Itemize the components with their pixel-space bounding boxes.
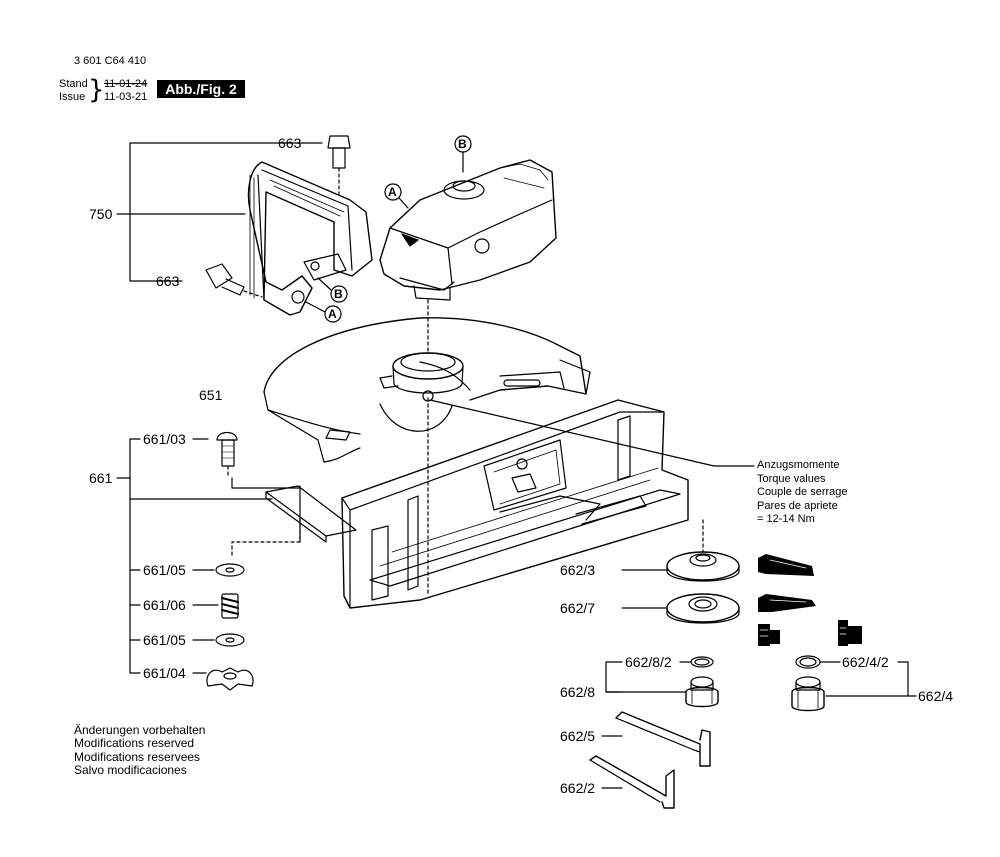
bolt-663-bottom <box>205 263 263 298</box>
spring-661-06 <box>221 593 239 619</box>
stand-date-old: 11-01-24 <box>104 78 148 90</box>
group-661-leaders <box>116 438 273 674</box>
callout-661-05-a: 661/05 <box>143 562 186 578</box>
callout-662-3: 662/3 <box>560 562 596 578</box>
flange-662-7 <box>621 593 740 624</box>
torque-note: Anzugsmomente Torque values Couple de se… <box>757 459 848 527</box>
marker-b-handle: B <box>334 287 343 301</box>
callout-663-top: 663 <box>278 135 302 151</box>
callout-662-5: 662/5 <box>560 728 596 744</box>
issue-date: 11-03-21 <box>104 91 148 103</box>
torque-line-es: Pares de apriete <box>757 499 838 512</box>
callout-661-04: 661/04 <box>143 665 186 681</box>
callout-662-8: 662/8 <box>560 684 596 700</box>
hex-key-662-5 <box>601 711 711 767</box>
callout-651: 651 <box>199 387 223 403</box>
cutting-guide-base <box>341 399 715 609</box>
note-de: Änderungen vorbehalten <box>74 723 206 737</box>
flange-662-3 <box>621 519 740 582</box>
nut-662-8-group <box>605 656 719 708</box>
callout-662-8-2: 662/8/2 <box>625 654 672 670</box>
callout-662-2: 662/2 <box>560 780 596 796</box>
grinder-head <box>379 159 557 319</box>
torque-line-fr: Couple de serrage <box>757 486 848 499</box>
callout-661-06: 661/06 <box>143 597 186 613</box>
callout-662-4: 662/4 <box>918 688 954 704</box>
callout-661-05-b: 661/05 <box>143 632 186 648</box>
handle-750 <box>247 161 373 316</box>
torque-value: = 12-14 Nm <box>757 513 815 526</box>
stand-label: Stand <box>59 78 88 90</box>
callout-661-03: 661/03 <box>143 431 186 447</box>
nut-662-4-group <box>791 655 917 712</box>
callout-661: 661 <box>89 470 113 486</box>
torque-line-en: Torque values <box>757 472 826 485</box>
modification-notes: Änderungen vorbehalten Modifications res… <box>74 723 206 778</box>
callout-750: 750 <box>89 206 113 222</box>
callout-662-7: 662/7 <box>560 600 596 616</box>
header-brace: } <box>88 75 105 105</box>
drawing-number: 3 601 C64 410 <box>74 55 147 67</box>
marker-a-handle: A <box>328 307 337 321</box>
bracket-750-leaders <box>116 142 323 282</box>
marker-a-grinder: A <box>388 185 397 199</box>
note-es: Salvo modificaciones <box>74 763 187 778</box>
torque-line-de: Anzugsmomente <box>757 459 840 471</box>
issue-label: Issue <box>59 91 86 103</box>
bolt-663-top <box>327 135 351 196</box>
marker-b-grinder: B <box>458 137 467 151</box>
wheel-guard-651 <box>263 317 591 463</box>
callout-663-bottom: 663 <box>156 273 180 289</box>
hex-key-662-2 <box>589 755 675 809</box>
note-en: Modifications reserved <box>74 736 195 751</box>
flange-profiles <box>758 554 862 646</box>
guide-rail-661 <box>231 477 357 559</box>
figure-badge: Abb./Fig. 2 <box>157 80 245 98</box>
callout-662-4-2: 662/4/2 <box>842 654 889 670</box>
note-fr: Modifications reservees <box>74 749 201 764</box>
carriage-bolt-661-03 <box>216 431 238 479</box>
wing-nut-661-04 <box>206 667 254 691</box>
clamp-collar <box>379 317 464 597</box>
